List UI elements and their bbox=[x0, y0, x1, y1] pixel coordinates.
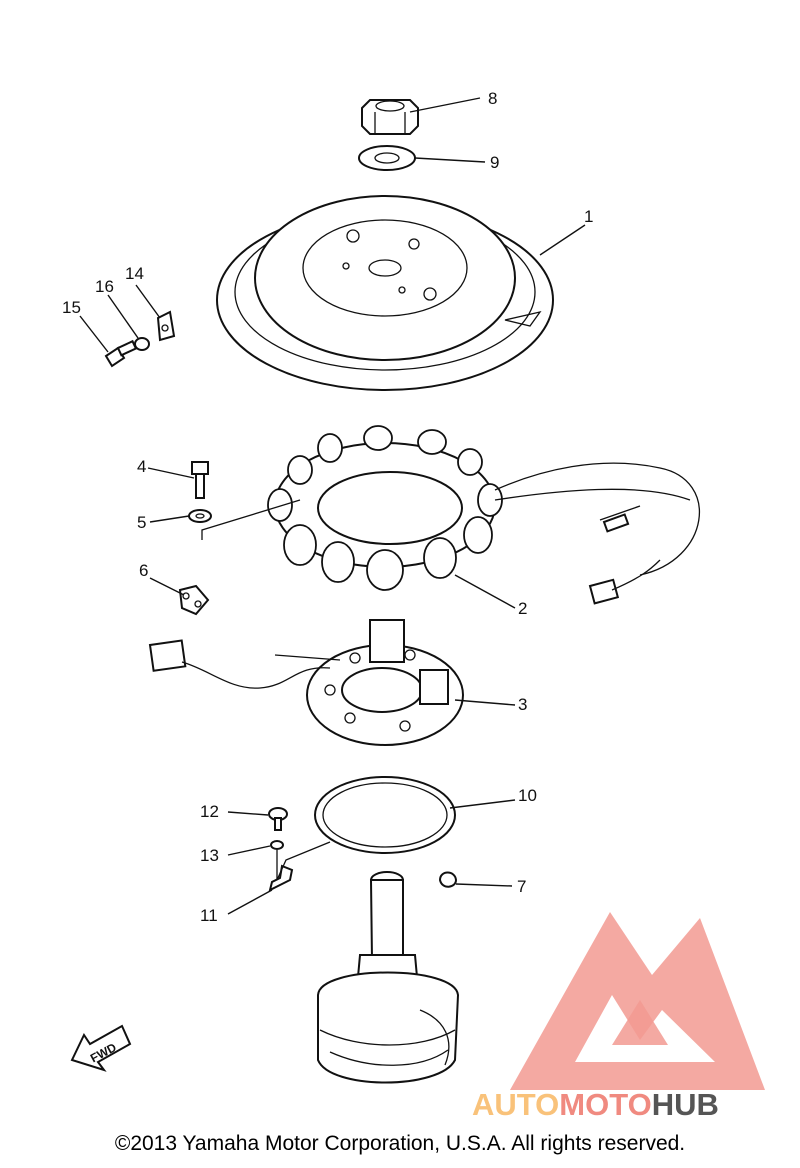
crankshaft bbox=[317, 871, 460, 1084]
callout-5: 5 bbox=[137, 513, 146, 532]
pulser-part-3 bbox=[148, 619, 464, 746]
nut-part-8 bbox=[361, 99, 419, 135]
watermark-text: AUTOMOTOHUB bbox=[472, 1087, 719, 1122]
leader-lines bbox=[79, 97, 586, 915]
callout-4: 4 bbox=[137, 457, 146, 476]
callout-2: 2 bbox=[518, 599, 527, 618]
washer-part-5 bbox=[188, 509, 212, 523]
ring-part-10 bbox=[314, 776, 456, 854]
clip-part-11 bbox=[268, 864, 294, 892]
bolt-part-4 bbox=[191, 461, 209, 499]
callout-16: 16 bbox=[95, 277, 114, 296]
callout-14: 14 bbox=[125, 264, 144, 283]
watermark-auto: AUTO bbox=[472, 1087, 559, 1122]
clip-part-14 bbox=[156, 310, 176, 342]
watermark-moto: MOTO bbox=[559, 1087, 651, 1122]
screw-part-12 bbox=[268, 807, 288, 831]
callout-13: 13 bbox=[200, 846, 219, 865]
callout-1: 1 bbox=[584, 207, 593, 226]
callout-11: 11 bbox=[200, 906, 218, 925]
callout-8: 8 bbox=[488, 89, 497, 108]
callout-7: 7 bbox=[517, 877, 526, 896]
callout-12: 12 bbox=[200, 802, 219, 821]
washer-part-16 bbox=[134, 337, 150, 351]
washer-part-13 bbox=[270, 840, 284, 850]
watermark-logo bbox=[510, 912, 765, 1090]
fwd-arrow: FWD bbox=[70, 1024, 132, 1072]
flywheel-part-1 bbox=[216, 195, 554, 391]
callout-3: 3 bbox=[518, 695, 527, 714]
bolt-part-15 bbox=[104, 339, 138, 368]
bracket-part-6 bbox=[178, 584, 210, 616]
callout-9: 9 bbox=[490, 153, 499, 172]
exploded-parts-diagram: FWD 8 9 1 14 16 15 4 5 6 2 3 10 12 13 7 bbox=[62, 89, 765, 1122]
callout-10: 10 bbox=[518, 786, 537, 805]
callout-numbers: 8 9 1 14 16 15 4 5 6 2 3 10 12 13 7 11 bbox=[62, 89, 593, 925]
copyright-notice: ©2013 Yamaha Motor Corporation, U.S.A. A… bbox=[114, 1132, 686, 1155]
washer-part-9 bbox=[358, 145, 416, 171]
key-part-7 bbox=[438, 871, 458, 888]
callout-15: 15 bbox=[62, 298, 81, 317]
stator-part-2 bbox=[267, 425, 700, 605]
watermark-hub: HUB bbox=[652, 1087, 719, 1122]
callout-6: 6 bbox=[139, 561, 148, 580]
svg-text:AUTOMOTOHUB: AUTOMOTOHUB bbox=[472, 1087, 719, 1122]
